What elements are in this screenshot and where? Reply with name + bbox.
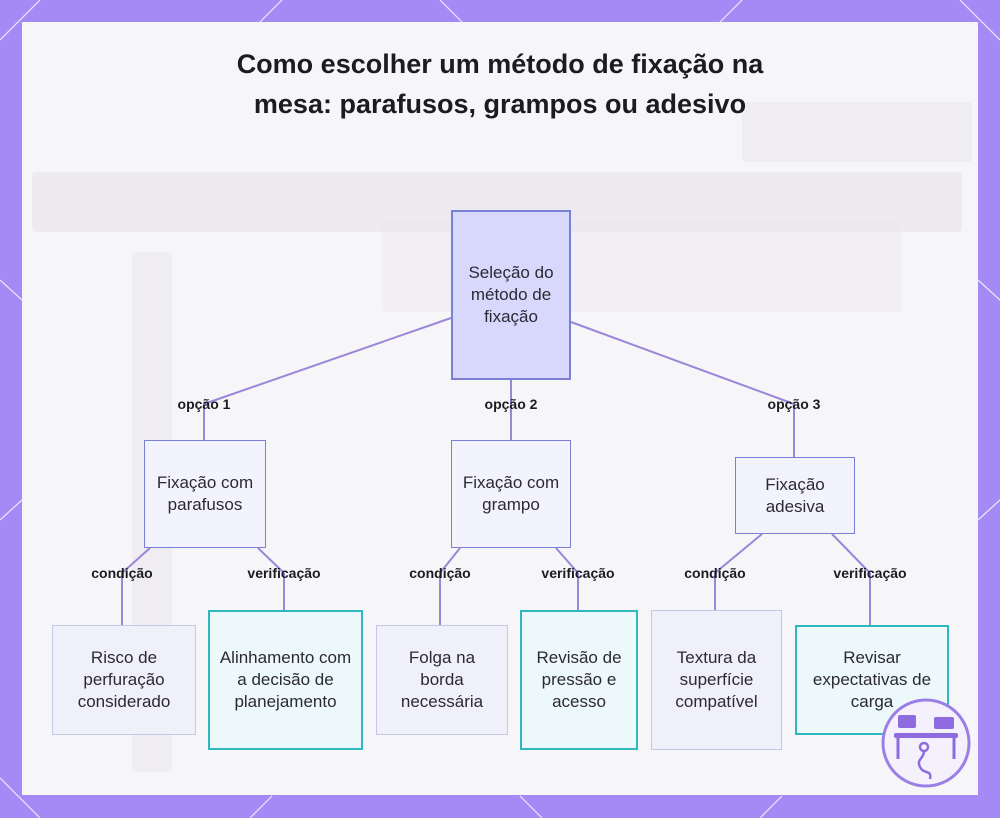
condition-node-label: Textura da superfície compatível bbox=[660, 647, 773, 713]
verification-node-clamp[interactable]: Revisão de pressão e acesso bbox=[520, 610, 638, 750]
edge-label-option-3: opção 3 bbox=[768, 396, 821, 412]
edge-label-option-2: opção 2 bbox=[485, 396, 538, 412]
root-node[interactable]: Seleção do método de fixação bbox=[451, 210, 571, 380]
option-node-label: Fixação com grampo bbox=[460, 472, 562, 516]
edge-label-condition: condição bbox=[91, 565, 152, 581]
edge-label-condition: condição bbox=[684, 565, 745, 581]
edge-label-verification: verificação bbox=[247, 565, 320, 581]
option-node-clamp[interactable]: Fixação com grampo bbox=[451, 440, 571, 548]
option-node-label: Fixação com parafusos bbox=[153, 472, 257, 516]
edge-label-option-1: opção 1 bbox=[178, 396, 231, 412]
root-node-label: Seleção do método de fixação bbox=[461, 262, 561, 328]
edge-label-verification: verificação bbox=[541, 565, 614, 581]
condition-node-label: Risco de perfuração considerado bbox=[61, 647, 187, 713]
desk-setup-icon bbox=[880, 697, 972, 789]
edge-label-verification: verificação bbox=[833, 565, 906, 581]
verification-node-screws[interactable]: Alinhamento com a decisão de planejament… bbox=[208, 610, 363, 750]
option-node-adhesive[interactable]: Fixação adesiva bbox=[735, 457, 855, 534]
condition-node-adhesive[interactable]: Textura da superfície compatível bbox=[651, 610, 782, 750]
verification-node-label: Alinhamento com a decisão de planejament… bbox=[218, 647, 353, 713]
verification-node-label: Revisão de pressão e acesso bbox=[530, 647, 628, 713]
option-node-screws[interactable]: Fixação com parafusos bbox=[144, 440, 266, 548]
condition-node-label: Folga na borda necessária bbox=[385, 647, 499, 713]
condition-node-screws[interactable]: Risco de perfuração considerado bbox=[52, 625, 196, 735]
option-node-label: Fixação adesiva bbox=[744, 474, 846, 518]
edge-root-option-3 bbox=[571, 322, 794, 404]
condition-node-clamp[interactable]: Folga na borda necessária bbox=[376, 625, 508, 735]
edge-root-option-1 bbox=[204, 318, 451, 404]
edge-label-condition: condição bbox=[409, 565, 470, 581]
